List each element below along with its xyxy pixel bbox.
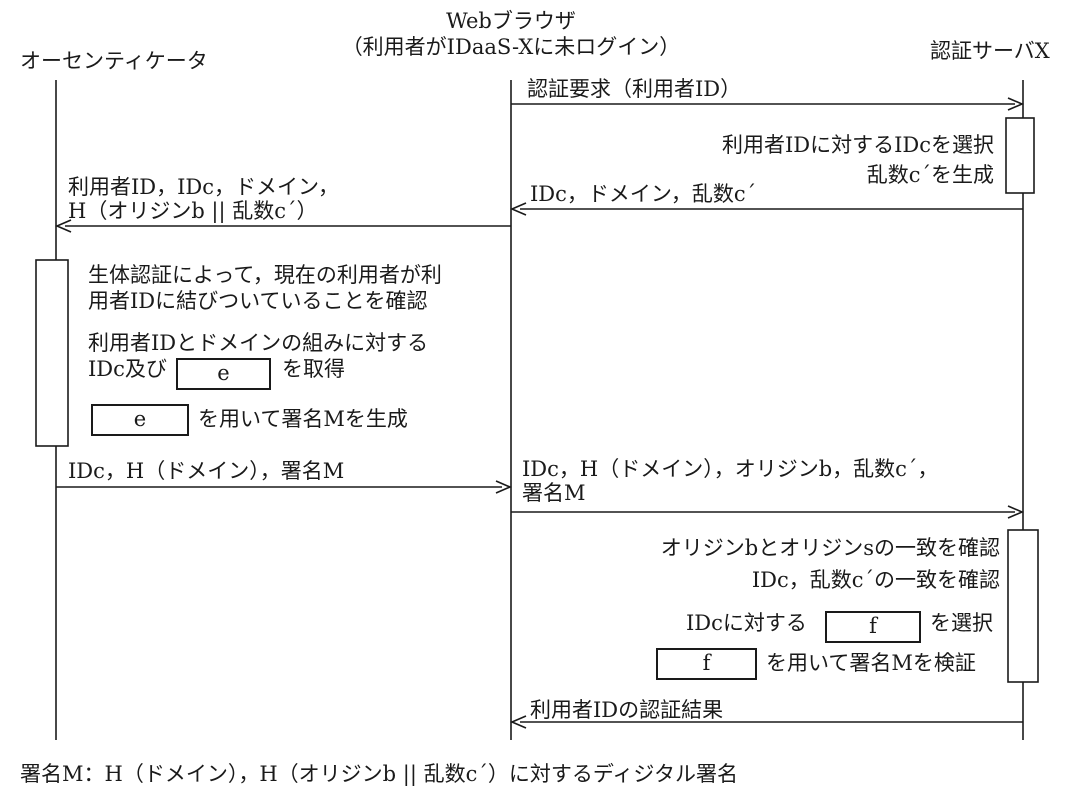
message-to-authenticator-line2: H（オリジンb || 乱数c´） <box>68 199 318 223</box>
auth-step-lookup-prefix: IDc及び <box>88 357 167 381</box>
browser-header-line1: Webブラウザ <box>446 9 576 33</box>
auth-step-sign: を用いて署名Mを生成 <box>198 407 408 431</box>
message-idc-domain-nonce: IDc，ドメイン，乱数c´ <box>530 182 757 206</box>
blank-f-2: f <box>656 648 757 680</box>
authenticator-header: オーセンティケータ <box>20 49 208 73</box>
auth-step-lookup-line1: 利用者IDとドメインの組みに対する <box>88 331 429 355</box>
message-to-authenticator-line1: 利用者ID，IDc，ドメイン， <box>68 175 339 199</box>
server-step-select-suffix: を選択 <box>930 611 993 635</box>
server-header: 認証サーバX <box>930 39 1050 63</box>
message-signed-response: IDc，H（ドメイン），署名M <box>68 459 345 483</box>
authenticator-activation <box>35 259 69 447</box>
blank-e-2: e <box>91 404 189 436</box>
blank-f-1: f <box>825 611 921 643</box>
message-to-server-line2: 署名M <box>522 481 586 505</box>
blank-e-1: e <box>176 358 271 390</box>
browser-header-line2: （利用者がIDaaS-Xに未ログイン） <box>341 35 681 59</box>
server-step-select-prefix: IDcに対する <box>686 611 807 635</box>
message-auth-request: 認証要求（利用者ID） <box>527 77 742 101</box>
auth-step-biometric-line1: 生体認証によって，現在の利用者が利 <box>88 263 442 287</box>
server-step-generate-nonce: 乱数c´を生成 <box>866 163 994 187</box>
auth-step-biometric-line2: 用者IDに結びついていることを確認 <box>88 289 428 313</box>
auth-step-lookup-suffix: を取得 <box>282 357 345 381</box>
server-activation-1 <box>1005 117 1035 194</box>
server-activation-2 <box>1007 529 1039 683</box>
footnote: 署名M：H（ドメイン），H（オリジンb || 乱数c´）に対するディジタル署名 <box>20 762 738 786</box>
server-step-nonce-check: IDc，乱数c´の一致を確認 <box>751 568 1000 592</box>
message-to-server-line1: IDc，H（ドメイン），オリジンb，乱数c´， <box>522 457 939 481</box>
server-step-select-idc: 利用者IDに対するIDcを選択 <box>721 133 994 157</box>
server-step-verify: を用いて署名Mを検証 <box>766 651 976 675</box>
message-auth-result: 利用者IDの認証結果 <box>530 698 724 722</box>
server-step-origin-check: オリジンbとオリジンsの一致を確認 <box>660 536 1000 560</box>
